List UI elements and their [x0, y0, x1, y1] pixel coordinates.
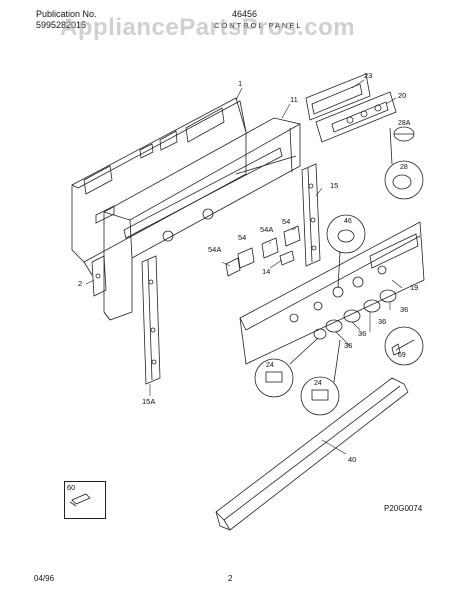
inset-box: 60	[64, 481, 106, 519]
watermark: AppliancePartsPros.com	[60, 14, 356, 41]
knobs-36	[313, 289, 397, 340]
switch-24-callout-a	[254, 337, 319, 398]
part-label-19: 19	[410, 283, 419, 292]
diagram-code: P20G0074	[384, 504, 423, 513]
knob-46-callout	[326, 214, 366, 289]
part-label-36-d: 36	[344, 341, 353, 350]
inset-screw-60	[69, 493, 91, 507]
section-title: CONTROL PANEL	[214, 21, 303, 30]
model-number: 46456	[232, 9, 258, 19]
part-label-54-lower: 54	[238, 233, 247, 242]
relays	[225, 225, 301, 277]
publication-number: 5995282015	[36, 20, 87, 30]
part-label-24-b: 24	[314, 380, 322, 387]
console-frame	[103, 117, 301, 321]
trim-strip-40	[215, 377, 409, 531]
part-label-20: 20	[398, 91, 407, 100]
part-label-1: 1	[238, 79, 243, 88]
part-label-14: 14	[262, 267, 271, 276]
part-label-11: 11	[290, 95, 298, 104]
part-label-36-a: 36	[400, 305, 409, 314]
part-label-40: 40	[348, 455, 357, 464]
part-label-60: 60	[67, 483, 76, 492]
timer-assembly	[305, 73, 397, 143]
part-label-54a-lower: 54A	[208, 245, 222, 254]
knob-insert-28a	[393, 126, 415, 142]
back-panel	[71, 97, 247, 276]
end-bracket-15	[301, 163, 321, 267]
part-label-54a-upper: 54A	[260, 225, 274, 234]
side-strip-15a	[141, 255, 161, 385]
part-label-15: 15	[330, 181, 339, 190]
part-label-69: 69	[398, 352, 406, 359]
publication-label: Publication No.	[36, 9, 97, 19]
part-label-28a: 28A	[398, 120, 411, 127]
part-label-36-b: 36	[378, 317, 387, 326]
part-label-46: 46	[344, 218, 352, 225]
part-label-23: 23	[364, 71, 373, 80]
page-number: 2	[228, 574, 233, 583]
bracket-2	[91, 255, 107, 297]
control-panel-19	[239, 221, 425, 365]
footer-date: 04/96	[34, 574, 55, 583]
part-label-28: 28	[400, 164, 408, 171]
part-label-2: 2	[78, 279, 83, 288]
part-label-24-a: 24	[266, 362, 274, 369]
switch-24-callout-b	[300, 339, 341, 416]
part-label-54: 54	[282, 217, 291, 226]
part-label-15a: 15A	[142, 397, 156, 406]
part-label-36-c: 36	[358, 329, 367, 338]
knob-28-callout	[384, 127, 424, 200]
screw-69-callout	[384, 326, 424, 366]
leader-lines	[85, 79, 403, 455]
